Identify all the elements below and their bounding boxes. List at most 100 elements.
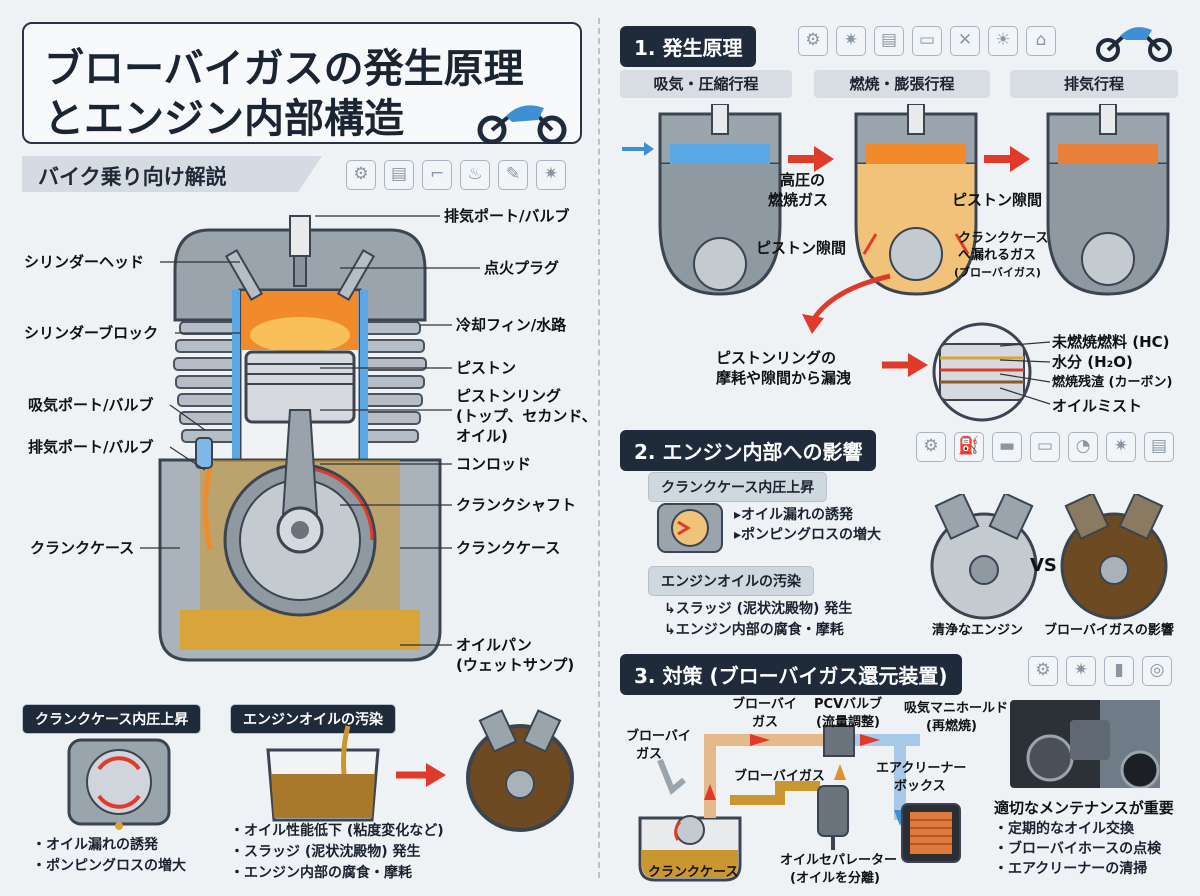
s3-blowby-left-2: ガス: [636, 747, 663, 762]
title-line-1: ブローバイガスの発生原理: [44, 46, 524, 92]
stage-exhaust: 排気行程: [1010, 70, 1178, 98]
s3-air-cleaner-1: エアクリーナー: [876, 761, 967, 776]
label-ring-wear-2: 摩耗や隙間から漏洩: [716, 369, 852, 387]
oil-container-illustration: [266, 725, 380, 822]
gear-icon-s1a: ⚙: [798, 26, 828, 56]
label-piston-gap-right: ピストン隙間: [952, 191, 1043, 209]
leak-curve-arrow: [802, 273, 891, 334]
s3-blowby-left-1: ブローバイ: [626, 729, 691, 744]
label-cylinder-head: シリンダーヘッド: [24, 253, 145, 271]
engine-leader-lines: [140, 215, 480, 646]
arrow-right-icon: [396, 763, 446, 787]
motorcycle-icon: [477, 105, 567, 144]
gear-icon-s2: ⚙: [916, 432, 946, 462]
component-oil-mist: オイルミスト: [1052, 397, 1143, 415]
pcv-system-diagram: [638, 725, 920, 882]
s2-pressure-bullet-1: ▸オイル漏れの誘発: [734, 507, 854, 523]
component-leader-lines: [1000, 341, 1051, 405]
battery-icon: ▭: [912, 26, 942, 56]
s3-manifold-1: 吸気マニホールド: [904, 701, 1009, 716]
s3-pcv-1: PCVバルブ: [814, 697, 883, 712]
s3-blowby-mid: ブローバイガス: [734, 769, 825, 784]
dirty-engine-illustration: [466, 709, 574, 832]
bottom-pressure-bullet-2: ・ポンピングロスの増大: [32, 858, 186, 874]
label-leak-2: へ漏れるガス: [958, 248, 1037, 263]
label-piston-ring-1: ピストンリング: [456, 387, 562, 405]
s3-pcv-2: (流量調整): [816, 715, 880, 730]
motorcycle-icon-s1: [1096, 27, 1172, 62]
s3-separator-1: オイルセパレーター: [780, 853, 898, 868]
clipboard-icon-s1: ▤: [874, 26, 904, 56]
gears-icon: ✷: [1106, 432, 1136, 462]
arrow-right-icon-s1: [882, 353, 928, 377]
air-filter-illustration: [901, 803, 961, 863]
component-water: 水分 (H₂O): [1052, 353, 1133, 371]
label-exhaust-port-left: 排気ポート/バルブ: [28, 438, 154, 456]
flame-icon: ♨: [460, 160, 490, 190]
center-divider: [598, 18, 600, 878]
pump-icon: ⛽: [954, 432, 984, 462]
s3-blowby-top-2: ガス: [752, 715, 779, 730]
s3-air-cleaner-2: ボックス: [894, 779, 946, 794]
subtitle: バイク乗り向け解説: [38, 165, 227, 189]
stroke-cycle-diagram: [622, 104, 1170, 296]
wrench-icon: ✎: [498, 160, 528, 190]
s2-oil-bullet-1: ↳スラッジ (泥状沈殿物) 発生: [664, 601, 853, 617]
clipboard-icon: ▤: [384, 160, 414, 190]
bottom-oil-bullet-3: ・エンジン内部の腐食・摩耗: [230, 865, 412, 881]
motorcycle-icon-small: ⚙: [346, 160, 376, 190]
s3-blowby-top-1: ブローバイ: [732, 697, 797, 712]
stage-intake-compression: 吸気・圧縮行程: [620, 70, 792, 98]
gears-icon-s3: ✷: [1066, 656, 1096, 686]
label-leak-1: クランクケース: [958, 231, 1049, 246]
label-spark-plug: 点火プラグ: [484, 259, 560, 277]
bottom-oil-bullet-2: ・スラッジ (泥状沈殿物) 発生: [230, 844, 421, 860]
s2-pressure-title: クランクケース内圧上昇: [648, 472, 828, 502]
gear-icon-s1b: ✷: [836, 26, 866, 56]
label-exhaust-port-top: 排気ポート/バルブ: [444, 207, 570, 225]
tire-icon: ◎: [1142, 656, 1172, 686]
stage-combustion: 燃焼・膨張行程: [814, 70, 990, 98]
bottom-oil-bullet-1: ・オイル性能低下 (粘度変化など): [230, 823, 444, 839]
section2-title: 2. エンジン内部への影響: [620, 430, 877, 471]
label-crankshaft: クランクシャフト: [456, 496, 577, 514]
s2-oil-bullet-2: ↳エンジン内部の腐食・摩耗: [664, 622, 844, 638]
label-leak-3: (ブローバイガス): [954, 266, 1041, 279]
bottom-oil-title: エンジンオイルの汚染: [230, 704, 396, 734]
engine-comparison: [930, 494, 1168, 620]
label-oil-pan-2: (ウェットサンプ): [456, 656, 575, 674]
maintenance-bullet-2: ・ブローバイホースの点検: [994, 841, 1162, 857]
section3-title: 3. 対策 (ブローバイガス還元装置): [620, 654, 962, 695]
gauge-icon: ◔: [1068, 432, 1098, 462]
maintenance-bullet-1: ・定期的なオイル交換: [994, 821, 1134, 837]
tools-icon: ✕: [950, 26, 980, 56]
component-hc: 未燃焼燃料 (HC): [1052, 333, 1170, 351]
oil-can-icon: ▮: [1104, 656, 1134, 686]
faucet-icon: ⌐: [422, 160, 452, 190]
s3-separator-2: (オイルを分離): [790, 871, 880, 886]
label-piston-ring-3: オイル): [456, 427, 508, 445]
engine-cutaway-diagram: [158, 215, 442, 662]
s2-pressure-bullet-2: ▸ポンピングロスの増大: [734, 527, 882, 543]
s2-oil-title: エンジンオイルの汚染: [648, 566, 814, 596]
label-high-pressure-1: 高圧の: [780, 171, 826, 189]
label-cylinder-block: シリンダーブロック: [24, 324, 159, 342]
component-carbon: 燃焼残渣 (カーボン): [1052, 375, 1173, 390]
label-crankcase-right: クランクケース: [456, 539, 561, 557]
label-intake-port: 吸気ポート/バルブ: [28, 396, 154, 414]
s3-manifold-2: (再燃焼): [926, 719, 977, 734]
clean-engine-label: 清浄なエンジン: [932, 623, 1024, 638]
label-cooling: 冷却フィン/水路: [456, 316, 567, 334]
title-line-2: とエンジン内部構造: [44, 96, 404, 142]
label-ring-wear-1: ピストンリングの: [716, 349, 837, 367]
label-crankcase-left: クランクケース: [30, 539, 135, 557]
clipboard-icon-s2: ▤: [1144, 432, 1174, 462]
label-oil-pan-1: オイルパン: [456, 636, 532, 654]
label-conrod: コンロッド: [456, 455, 532, 473]
dirty-engine-label: ブローバイガスの影響: [1044, 623, 1174, 638]
label-piston-gap-left: ピストン隙間: [756, 239, 847, 257]
label-high-pressure-2: 燃焼ガス: [768, 191, 829, 209]
label-piston: ピストン: [456, 359, 517, 377]
s2-pressure-illustration: [657, 503, 723, 553]
section1-title: 1. 発生原理: [620, 26, 757, 67]
